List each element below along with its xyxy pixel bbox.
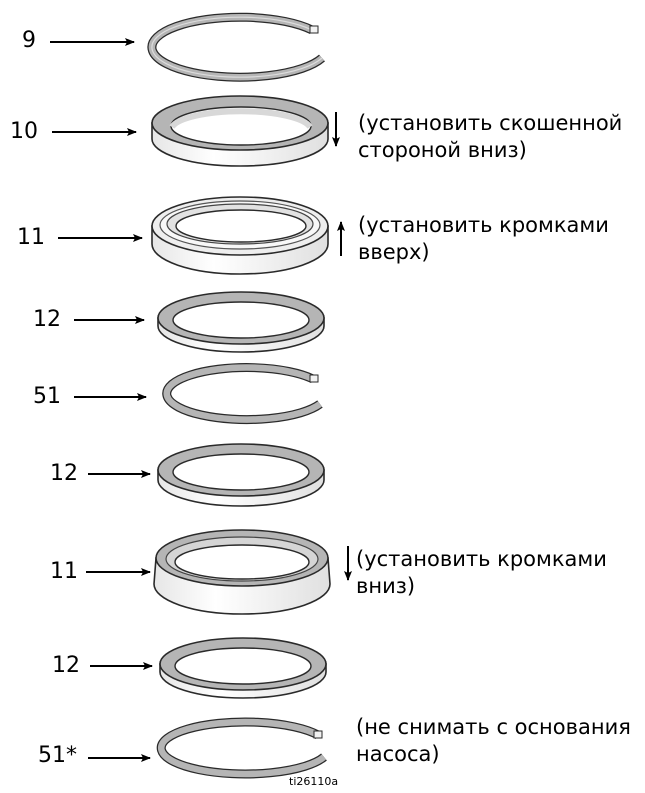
part-12-flat-ring-3	[159, 637, 327, 699]
callout-12-a: 12	[33, 307, 61, 332]
part-12-flat-ring-1	[157, 291, 325, 353]
part-12-flat-ring-2	[157, 443, 325, 507]
callout-10: 10	[10, 119, 38, 144]
part-51-retaining-ring-base	[156, 717, 327, 779]
note-part11-top-line1: (установить кромками	[358, 213, 609, 237]
note-part10-line1: (установить скошенной	[358, 111, 623, 135]
callout-11-bottom: 11	[50, 559, 78, 584]
note-part11-bottom-line2: вниз)	[356, 574, 416, 598]
note-part10-line2: стороной вниз)	[358, 138, 527, 162]
note-part10: (установить скошенной стороной вниз)	[358, 110, 622, 164]
note-part51-base-line2: насоса)	[356, 742, 440, 766]
note-part11-top-line2: вверх)	[358, 240, 430, 264]
part-11-seal-lips-up	[151, 196, 329, 275]
callout-12-c: 12	[52, 653, 80, 678]
callout-12-b: 12	[50, 461, 78, 486]
part-11-seal-lips-down	[153, 529, 331, 615]
callout-11-top: 11	[17, 225, 45, 250]
part-51-retaining-ring	[162, 363, 323, 425]
part-9-retaining-ring	[147, 12, 325, 82]
note-part11-bottom-line1: (установить кромками	[356, 547, 607, 571]
figure-id: ti26110a	[289, 775, 339, 788]
note-part11-top: (установить кромками вверх)	[358, 212, 609, 266]
callout-51: 51	[33, 384, 61, 409]
callout-9: 9	[22, 28, 36, 53]
note-part51-base: (не снимать с основания насоса)	[356, 714, 631, 768]
note-part51-base-line1: (не снимать с основания	[356, 715, 631, 739]
note-part11-bottom: (установить кромками вниз)	[356, 546, 607, 600]
part-10-chamfered-ring	[151, 95, 329, 167]
callout-51-star: 51*	[38, 743, 77, 768]
